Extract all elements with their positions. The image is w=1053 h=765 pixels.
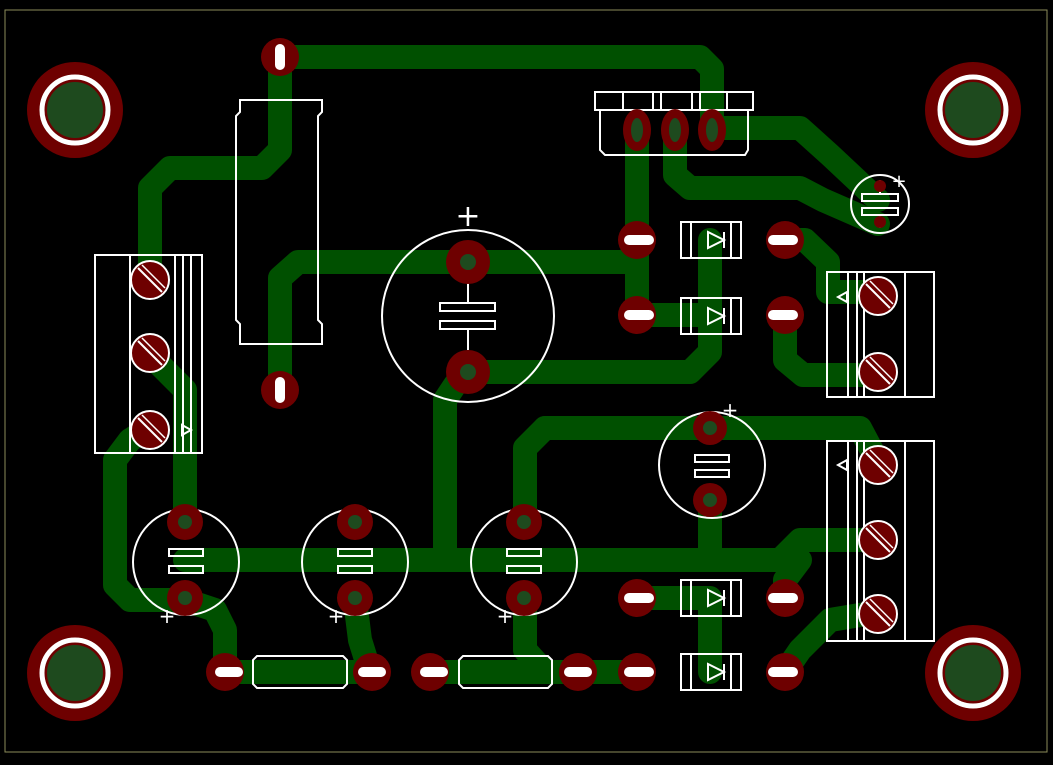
- mounting-holes: [27, 62, 1021, 721]
- plus-mark-mid-cap: +: [722, 398, 739, 422]
- screw-terminal: [858, 445, 898, 485]
- pad-oblong-horizontal: [766, 653, 804, 691]
- resistor-bottom-2: [458, 655, 553, 689]
- terminal-screws: [130, 260, 898, 634]
- round-pad: [446, 240, 490, 284]
- round-pad: [446, 350, 490, 394]
- round-pad: [337, 504, 373, 540]
- screw-terminal: [858, 520, 898, 560]
- resistor-bottom-1: [252, 655, 348, 689]
- screw-terminal: [858, 352, 898, 392]
- plus-mark-cap-3: +: [497, 604, 514, 628]
- small-pad: [874, 180, 886, 192]
- screw-terminal: [858, 276, 898, 316]
- terminal-block-left: [94, 254, 203, 454]
- round-pad: [506, 580, 542, 616]
- pad-oblong-horizontal: [618, 296, 656, 334]
- plus-mark-tiny-cap: +: [891, 171, 906, 192]
- silkscreen: [94, 91, 935, 691]
- diode-1: [680, 221, 742, 259]
- round-pad: [337, 580, 373, 616]
- diode-4: [680, 653, 742, 691]
- regulator-pad: [661, 109, 689, 151]
- regulator-pad: [623, 109, 651, 151]
- pad-oblong-vertical: [261, 38, 299, 76]
- screw-terminal: [130, 260, 170, 300]
- diode-2: [680, 297, 742, 335]
- capacitor-large: [381, 229, 555, 403]
- round-pad: [693, 483, 727, 517]
- pad-oblong-horizontal: [559, 653, 597, 691]
- screw-terminal: [858, 594, 898, 634]
- screw-terminal: [130, 333, 170, 373]
- board-outline: [4, 9, 1048, 753]
- round-pad: [506, 504, 542, 540]
- pad-oblong-vertical: [261, 371, 299, 409]
- round-pad: [167, 504, 203, 540]
- pad-oblong-horizontal: [766, 296, 804, 334]
- pad-oblong-horizontal: [618, 653, 656, 691]
- screw-terminal: [130, 410, 170, 450]
- pad-oblong-horizontal: [618, 221, 656, 259]
- pad-oblong-horizontal: [766, 221, 804, 259]
- resistor-vertical-body: [235, 99, 323, 345]
- pad-oblong-horizontal: [618, 579, 656, 617]
- mounting-hole-bottom-left: [27, 625, 123, 721]
- round-pad: [693, 411, 727, 445]
- polarity-marks: + + + + + +: [159, 171, 907, 628]
- pad-oblong-horizontal: [766, 579, 804, 617]
- pad-oblong-horizontal: [411, 653, 449, 691]
- pads: [167, 38, 886, 691]
- mounting-hole-top-right: [925, 62, 1021, 158]
- pad-oblong-horizontal: [206, 653, 244, 691]
- regulator-pad: [698, 109, 726, 151]
- pad-oblong-horizontal: [353, 653, 391, 691]
- plus-mark-cap-2: +: [328, 604, 345, 628]
- mounting-hole-top-left: [27, 62, 123, 158]
- small-pad: [874, 216, 886, 228]
- plus-mark-large-cap: +: [455, 199, 480, 234]
- diode-3: [680, 579, 742, 617]
- terminal-block-right-top: [826, 271, 935, 398]
- mounting-hole-bottom-right: [925, 625, 1021, 721]
- round-pad: [167, 580, 203, 616]
- plus-mark-cap-1: +: [159, 604, 176, 628]
